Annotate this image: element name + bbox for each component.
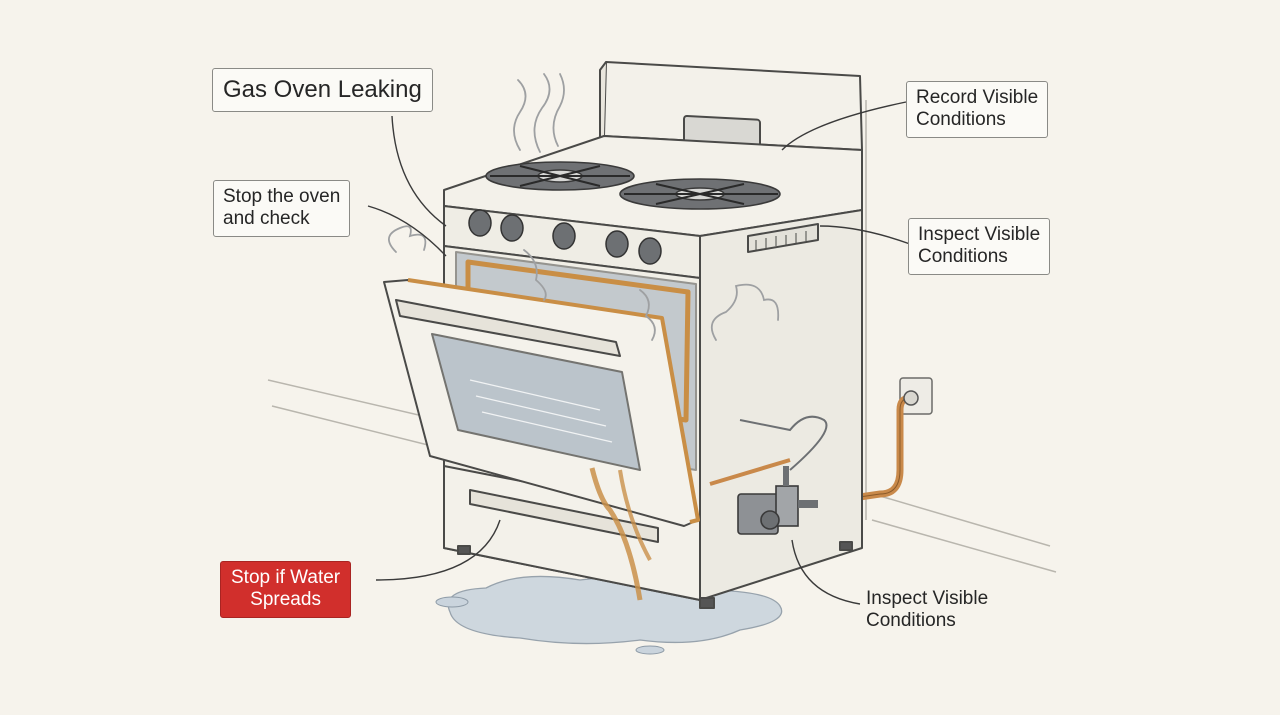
inspect-vent-line-1: Inspect Visible bbox=[918, 224, 1041, 245]
stop-check-callout: Stop the oven and check bbox=[213, 180, 351, 237]
burner-icon bbox=[485, 161, 781, 210]
record-conditions-callout: Record Visible Conditions bbox=[906, 81, 1049, 138]
water-warning-badge: Stop if Water Spreads bbox=[220, 561, 352, 618]
record-line-1: Record Visible bbox=[916, 87, 1039, 108]
steam-icon bbox=[388, 73, 780, 341]
gas-supply-pipe bbox=[808, 377, 933, 508]
inspect-vent-callout: Inspect Visible Conditions bbox=[908, 218, 1051, 275]
warning-line-2: Spreads bbox=[250, 589, 321, 611]
gas-valve-icon bbox=[709, 415, 828, 535]
title-text: Gas Oven Leaking bbox=[223, 76, 422, 103]
oven-door bbox=[383, 278, 700, 601]
inspect-valve-callout: Inspect Visible Conditions bbox=[866, 588, 988, 633]
stop-check-line-2: and check bbox=[223, 208, 310, 230]
inspect-valve-line-2: Conditions bbox=[866, 610, 956, 632]
warning-line-1: Stop if Water bbox=[231, 567, 341, 588]
knob-icon bbox=[468, 209, 662, 265]
inspect-vent-line-2: Conditions bbox=[918, 246, 1008, 268]
record-line-2: Conditions bbox=[916, 109, 1006, 131]
title-label: Gas Oven Leaking bbox=[212, 68, 433, 113]
inspect-valve-line-1: Inspect Visible bbox=[866, 588, 989, 609]
stop-check-line-1: Stop the oven bbox=[223, 186, 341, 207]
room-lines bbox=[267, 100, 1057, 573]
leader-lines bbox=[367, 101, 911, 605]
